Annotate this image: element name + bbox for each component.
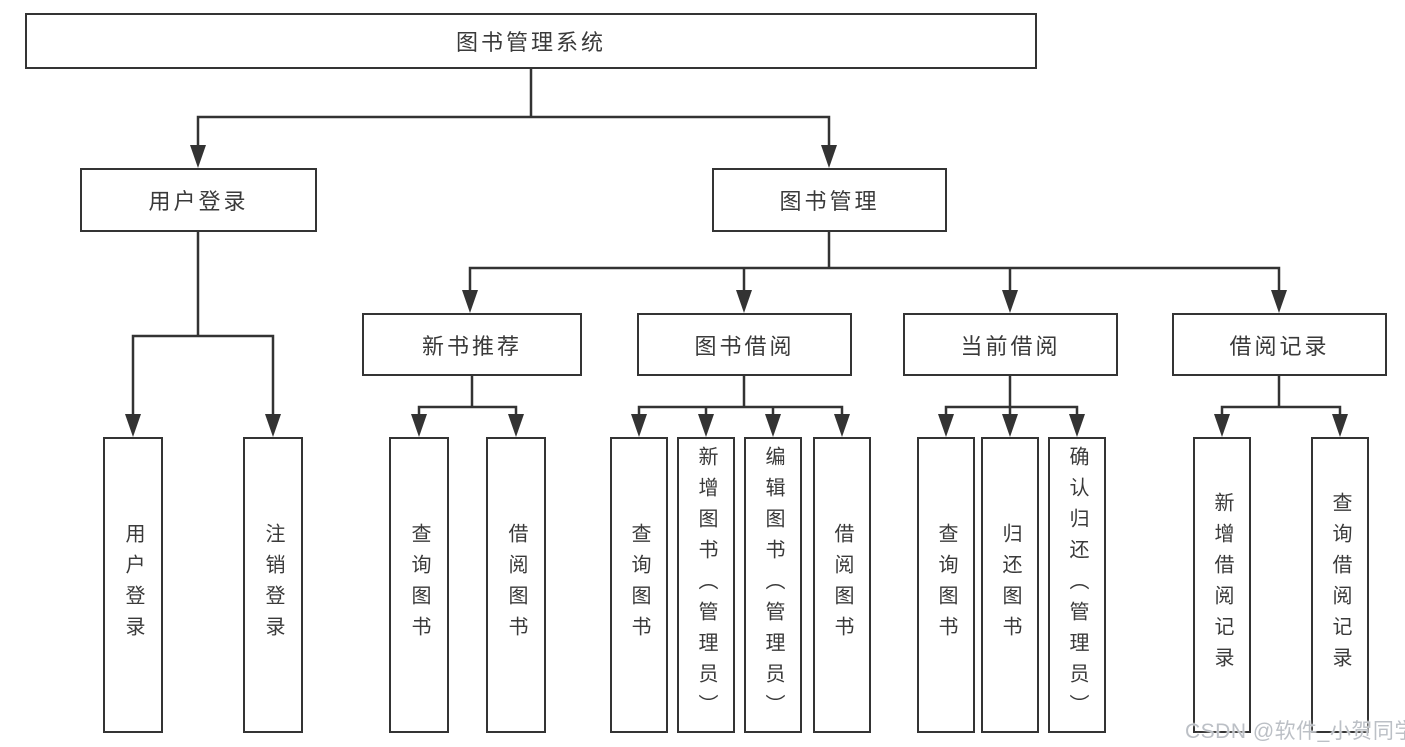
leaf-add-borrow-record: 新增借阅记录 xyxy=(1193,437,1251,733)
leaf-query-borrow-record: 查询借阅记录 xyxy=(1311,437,1369,733)
leaf-edit-book-admin: 编辑图书（管理员） xyxy=(744,437,802,733)
leaf-add-book-admin: 新增图书（管理员） xyxy=(677,437,735,733)
leaf-logout: 注销登录 xyxy=(243,437,303,733)
node-borrowing-records: 借阅记录 xyxy=(1172,313,1387,376)
leaf-query-books-current: 查询图书 xyxy=(917,437,975,733)
watermark: CSDN @软件_小贺同学 xyxy=(1185,720,1405,743)
leaf-return-books: 归还图书 xyxy=(981,437,1039,733)
node-book-management: 图书管理 xyxy=(712,168,947,232)
leaf-query-books-recommend: 查询图书 xyxy=(389,437,449,733)
node-book-borrowing: 图书借阅 xyxy=(637,313,852,376)
leaf-user-login: 用户登录 xyxy=(103,437,163,733)
node-library-management-system: 图书管理系统 xyxy=(25,13,1037,69)
leaf-query-books-borrowing: 查询图书 xyxy=(610,437,668,733)
node-user-login: 用户登录 xyxy=(80,168,317,232)
node-current-borrowing: 当前借阅 xyxy=(903,313,1118,376)
leaf-confirm-return-admin: 确认归还（管理员） xyxy=(1048,437,1106,733)
node-new-book-recommendation: 新书推荐 xyxy=(362,313,582,376)
leaf-borrow-books-borrowing: 借阅图书 xyxy=(813,437,871,733)
leaf-borrow-books-recommend: 借阅图书 xyxy=(486,437,546,733)
